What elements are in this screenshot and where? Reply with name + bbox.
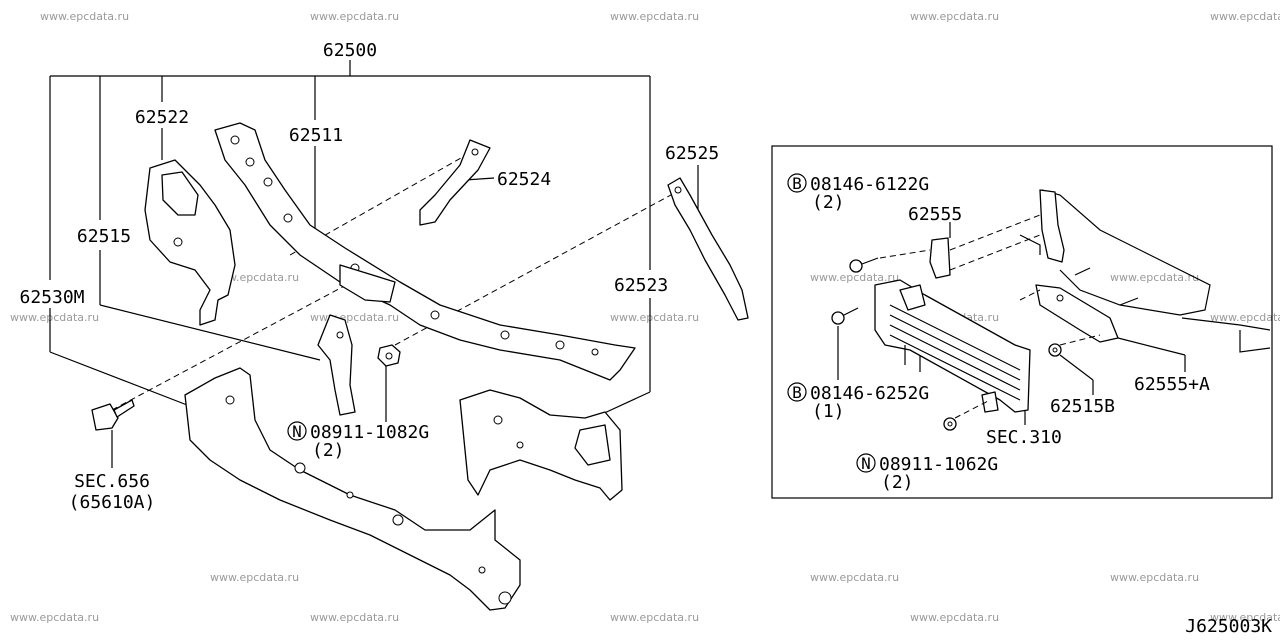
part-label-08911-1082g: 08911-1082G [310,422,429,443]
watermark: www.epcdata.ru [310,311,399,324]
part-qty-08911-1062g: (2) [881,472,914,493]
sec-656-label: SEC.656 [74,471,150,492]
nut-icon [943,417,957,431]
diagram-code: J625003K [1185,616,1272,637]
part-label-62524: 62524 [497,169,551,190]
bolt-icon [831,307,859,325]
part-label-62530m: 62530M [19,287,84,308]
watermark: www.epcdata.ru [1210,311,1280,324]
bracket-62524 [419,139,491,226]
watermark: www.epcdata.ru [610,10,699,23]
watermark: www.epcdata.ru [910,611,999,624]
stay-62525 [667,177,749,321]
nut-icon [1048,343,1062,357]
watermark: www.epcdata.ru [1110,571,1199,584]
sec-310-label: SEC.310 [986,427,1062,448]
watermark: www.epcdata.ru [610,311,699,324]
watermark: www.epcdata.ru [310,611,399,624]
detail-inset: B 08146-6122G (2) 62555 B 08146-6252G (1… [771,145,1273,499]
bolt-icon [91,399,135,431]
watermarks: www.epcdata.ru www.epcdata.ru www.epcdat… [10,10,1280,624]
nut-marker-letter: N [861,454,871,473]
watermark: www.epcdata.ru [10,611,99,624]
nut-marker-letter: N [292,422,302,441]
part-label-08911-1062g: 08911-1062G [879,454,998,475]
nut-marker-icon [856,453,876,473]
watermark: www.epcdata.ru [40,10,129,23]
part-qty-08146-6122g: (2) [812,192,845,213]
bolt-icon [849,257,879,273]
part-label-62515b: 62515B [1050,396,1115,417]
watermark: www.epcdata.ru [1210,611,1280,624]
part-label-62515: 62515 [77,226,131,247]
bolt-marker-letter: B [792,383,802,402]
sec-656-ref: (65610A) [69,492,156,513]
bolt-marker-icon [787,173,807,193]
watermark: www.epcdata.ru [310,10,399,23]
watermark: www.epcdata.ru [1210,10,1280,23]
watermark: www.epcdata.ru [610,611,699,624]
nut-icon [377,344,401,367]
bracket-62515 [317,314,356,416]
lower-support-62530m [184,367,521,611]
bracket-62522 [144,159,236,326]
bracket-62523 [459,389,623,501]
watermark: www.epcdata.ru [210,571,299,584]
part-label-62525: 62525 [665,143,719,164]
part-label-62522: 62522 [135,107,189,128]
part-label-08146-6252g: 08146-6252G [810,383,929,404]
part-qty-08146-6252g: (1) [812,401,845,422]
watermark: www.epcdata.ru [10,311,99,324]
part-label-62523: 62523 [614,275,668,296]
nut-marker-icon [287,421,307,441]
part-label-08146-6122g: 08146-6122G [810,174,929,195]
part-label-62555a: 62555+A [1134,374,1210,395]
watermark: www.epcdata.ru [810,571,899,584]
watermark: www.epcdata.ru [910,10,999,23]
part-label-62500: 62500 [323,40,377,61]
part-label-62511: 62511 [289,125,343,146]
bolt-marker-icon [787,382,807,402]
upper-support-62511 [214,122,636,381]
part-qty-08911-1082g: (2) [312,440,345,461]
part-label-62555: 62555 [908,204,962,225]
watermark: www.epcdata.ru [1110,271,1199,284]
bolt-marker-letter: B [792,174,802,193]
watermark: www.epcdata.ru [810,271,899,284]
